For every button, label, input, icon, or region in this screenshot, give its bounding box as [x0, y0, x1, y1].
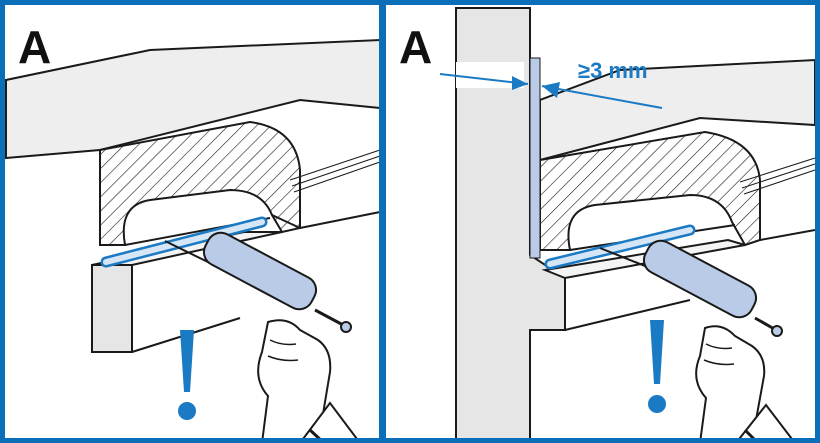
hand-icon	[695, 325, 766, 443]
gap-strip	[529, 57, 541, 259]
exclamation-icon	[648, 320, 666, 413]
panel-right-frame	[381, 0, 820, 443]
cabinet-front	[91, 264, 133, 353]
dimension-marker	[439, 62, 663, 109]
panel-label-right: A	[399, 21, 433, 73]
caulking-gun-icon	[164, 231, 352, 333]
panel-left	[5, 38, 381, 443]
panel-right	[439, 7, 816, 443]
exclamation-icon	[178, 330, 196, 420]
countertop-section	[99, 120, 301, 246]
dimension-label: ≥3 mm	[578, 58, 648, 83]
hand-icon	[257, 319, 332, 443]
panel-label-left: A	[18, 21, 52, 73]
countertop-section-2	[539, 130, 761, 251]
caulking-gun-icon	[599, 239, 783, 337]
